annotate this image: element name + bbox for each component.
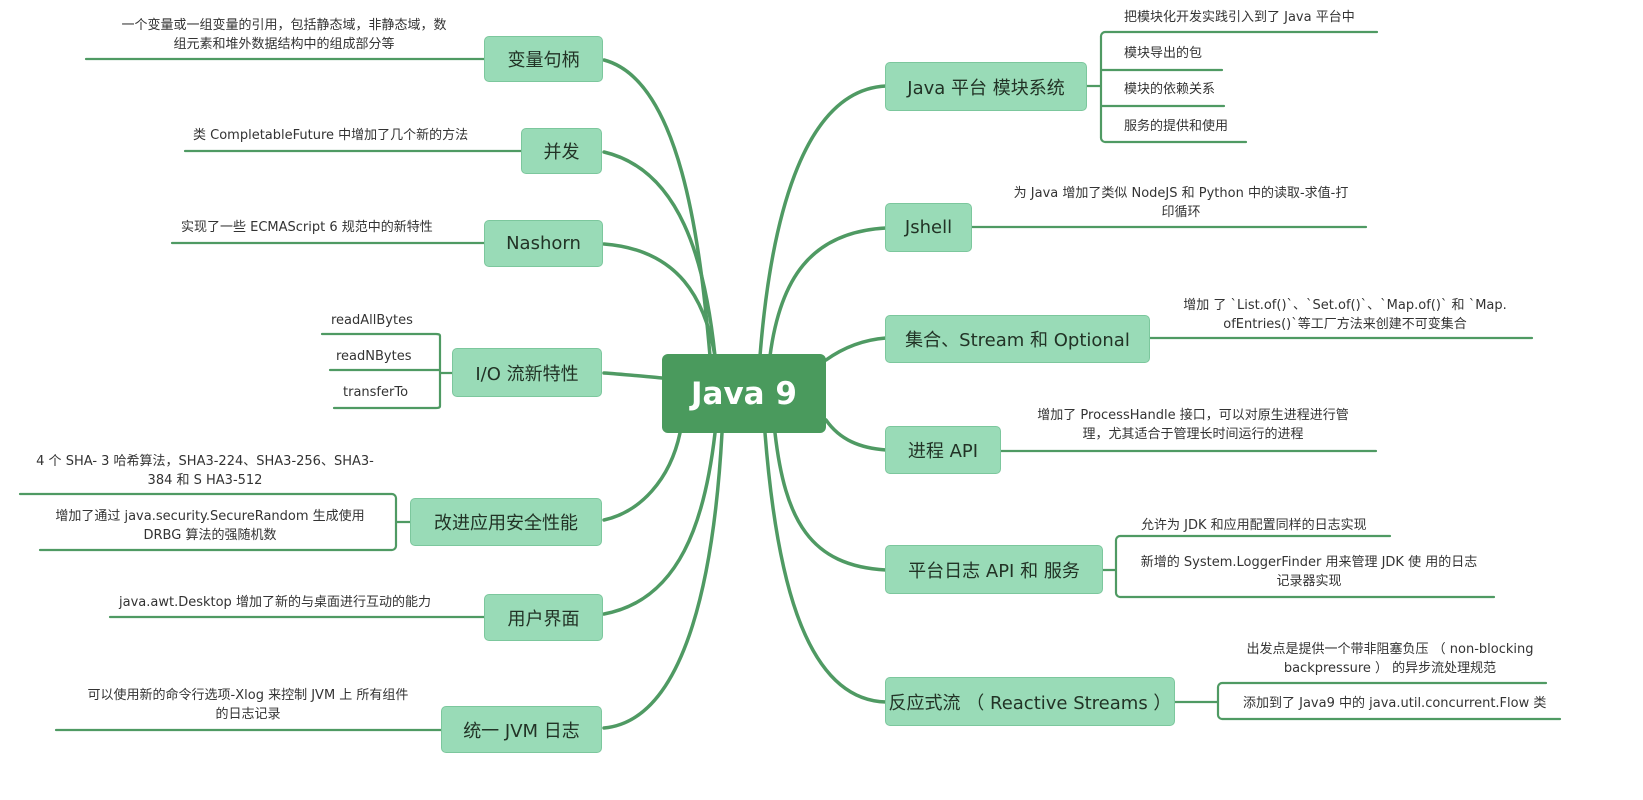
security-item-drbg: 增加了通过 java.security.SecureRandom 生成使用 DR…: [30, 507, 390, 545]
topic-reactive-streams: 反应式流 （ Reactive Streams ）: [885, 677, 1175, 726]
topic-logging: 平台日志 API 和 服务: [885, 545, 1103, 594]
topic-nashorn: Nashorn: [484, 220, 603, 267]
topic-process-api: 进程 API: [885, 426, 1001, 474]
bracket-module: [1085, 30, 1379, 144]
logging-item-2-line1: 新增的 System.LoggerFinder 用来管理 JDK 使 用的日志: [1140, 555, 1478, 570]
bracket-reactive: [1173, 681, 1562, 721]
security-item-sha3-line2: 384 和 S HA3-512: [147, 473, 263, 488]
security-item-drbg-line1: 增加了通过 java.security.SecureRandom 生成使用: [55, 509, 365, 524]
jshell-desc-line1: 为 Java 增加了类似 NodeJS 和 Python 中的读取-求值-打: [1013, 186, 1349, 201]
topic-var-handle: 变量句柄: [484, 36, 603, 82]
topic-module-system: Java 平台 模块系统: [885, 62, 1087, 111]
reactive-item-1-line2: backpressure ） 的异步流处理规范: [1283, 661, 1497, 676]
topic-ui: 用户界面: [484, 594, 603, 641]
module-item-1: 把模块化开发实践引入到了 Java 平台中: [1124, 10, 1355, 25]
process-desc: 增加了 ProcessHandle 接口，可以对原生进程进行管 理，尤其适合于管…: [1010, 406, 1376, 444]
branch-io: [602, 371, 664, 380]
collections-desc-line1: 增加 了 `List.of()`、`Set.of()`、`Map.of()` 和…: [1183, 298, 1507, 313]
nashorn-desc: 实现了一些 ECMAScript 6 规范中的新特性: [181, 220, 433, 235]
branch-jvm-log: [602, 431, 724, 730]
branch-concurrency: [602, 150, 717, 358]
io-item-transferto: transferTo: [343, 385, 409, 400]
jshell-desc-line2: 印循环: [1161, 205, 1201, 220]
jvm-log-desc: 可以使用新的命令行选项-Xlog 来控制 JVM 上 所有组件 的日志记录: [56, 686, 440, 724]
bracket-logging: [1101, 534, 1496, 599]
branch-var-handle: [602, 58, 712, 358]
main-branches: [602, 58, 888, 730]
io-item-readallbytes: readAllBytes: [331, 313, 413, 328]
process-desc-line1: 增加了 ProcessHandle 接口，可以对原生进程进行管: [1037, 408, 1349, 423]
branch-logging: [773, 431, 888, 572]
branch-module: [758, 84, 888, 358]
security-item-sha3: 4 个 SHA- 3 哈希算法，SHA3-224、SHA3-256、SHA3- …: [20, 452, 390, 490]
jshell-desc: 为 Java 增加了类似 NodeJS 和 Python 中的读取-求值-打 印…: [996, 184, 1366, 222]
topic-collections: 集合、Stream 和 Optional: [885, 315, 1150, 363]
security-item-sha3-line1: 4 个 SHA- 3 哈希算法，SHA3-224、SHA3-256、SHA3-: [36, 454, 374, 469]
branch-ui: [602, 431, 717, 616]
jvm-log-desc-line1: 可以使用新的命令行选项-Xlog 来控制 JVM 上 所有组件: [87, 688, 409, 703]
reactive-item-1: 出发点是提供一个带非阻塞负压 （ non-blocking backpressu…: [1222, 640, 1558, 678]
logging-item-2-line2: 记录器实现: [1276, 574, 1342, 589]
bracket-io: [320, 332, 454, 410]
module-item-2: 模块导出的包: [1124, 46, 1203, 61]
logging-item-2: 新增的 System.LoggerFinder 用来管理 JDK 使 用的日志 …: [1124, 553, 1494, 591]
var-handle-desc: 一个变量或一组变量的引用，包括静态域，非静态域，数 组元素和堆外数据结构中的组成…: [86, 16, 482, 54]
branch-security: [602, 431, 682, 522]
sub-branches: [18, 30, 1562, 732]
security-item-drbg-line2: DRBG 算法的强随机数: [143, 528, 277, 543]
topic-concurrency: 并发: [521, 128, 602, 174]
var-handle-desc-line1: 一个变量或一组变量的引用，包括静态域，非静态域，数: [121, 18, 447, 33]
logging-item-1: 允许为 JDK 和应用配置同样的日志实现: [1141, 518, 1367, 533]
topic-io: I/O 流新特性: [452, 348, 602, 397]
jvm-log-desc-line2: 的日志记录: [215, 707, 281, 722]
topic-security: 改进应用安全性能: [410, 498, 602, 546]
concurrency-desc: 类 CompletableFuture 中增加了几个新的方法: [193, 128, 469, 143]
branch-collections: [824, 336, 888, 362]
var-handle-desc-line2: 组元素和堆外数据结构中的组成部分等: [173, 37, 395, 52]
bracket-security: [18, 492, 412, 552]
reactive-item-2: 添加到了 Java9 中的 java.util.concurrent.Flow …: [1243, 696, 1547, 711]
topic-jvm-log: 统一 JVM 日志: [441, 706, 602, 753]
branch-process: [824, 418, 888, 452]
collections-desc: 增加 了 `List.of()`、`Set.of()`、`Map.of()` 和…: [1158, 296, 1532, 334]
module-item-4: 服务的提供和使用: [1124, 119, 1229, 134]
collections-desc-line2: ofEntries()`等工厂方法来创建不可变集合: [1223, 317, 1467, 332]
branch-nashorn: [602, 242, 717, 358]
process-desc-line2: 理，尤其适合于管理长时间运行的进程: [1082, 427, 1304, 442]
branch-jshell: [768, 226, 888, 358]
module-item-3: 模块的依赖关系: [1124, 82, 1216, 97]
io-item-readnbytes: readNBytes: [336, 349, 412, 364]
topic-jshell: Jshell: [885, 203, 972, 252]
reactive-item-1-line1: 出发点是提供一个带非阻塞负压 （ non-blocking: [1246, 642, 1534, 657]
ui-desc: java.awt.Desktop 增加了新的与桌面进行互动的能力: [119, 595, 431, 610]
central-topic: Java 9: [662, 354, 826, 433]
branch-reactive: [763, 431, 888, 704]
